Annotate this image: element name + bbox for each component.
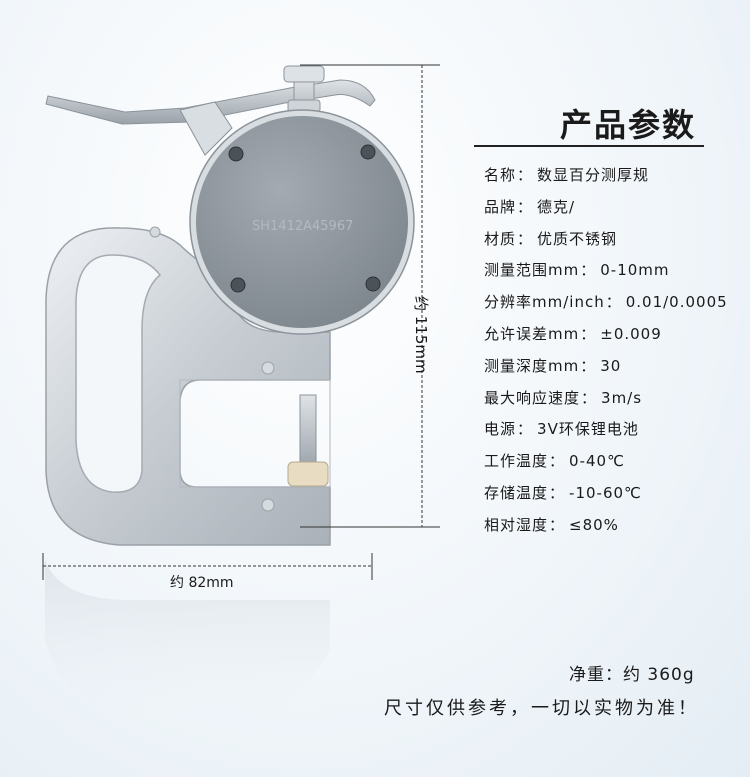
spec-label: 品牌 (484, 197, 517, 216)
spec-colon: ： (580, 356, 597, 375)
width-label: 约 82mm (170, 575, 234, 591)
spec-colon: ： (517, 197, 534, 216)
spec-label: 测量范围mm (484, 261, 580, 280)
screw-icon (360, 144, 376, 160)
spec-row: 名称：数显百分测厚规 (484, 160, 728, 192)
width-dimension (42, 553, 373, 580)
height-dimension (300, 64, 440, 528)
spec-value: ≤80% (569, 515, 619, 534)
spec-list: 名称：数显百分测厚规 品牌：德克/ 材质：优质不锈钢 测量范围mm：0-10mm… (484, 160, 728, 542)
spec-value: 德克/ (537, 197, 576, 216)
spec-colon: ： (580, 261, 597, 280)
dial-engraving: SH1412A45967 (252, 219, 353, 234)
spec-colon: ： (581, 388, 598, 407)
spec-value: 0-40℃ (569, 452, 625, 471)
spec-colon: ： (517, 166, 534, 184)
spec-row: 电源：3V环保锂电池 (484, 414, 728, 446)
contact-pad (287, 461, 329, 487)
spec-row: 材质：优质不锈钢 (484, 224, 728, 256)
title-divider (474, 145, 704, 147)
spec-value: 0-10mm (600, 261, 670, 280)
height-label: 约 115mm (412, 296, 430, 374)
spec-value: -10-60℃ (569, 483, 642, 502)
spec-label: 存储温度 (484, 483, 549, 502)
spec-label: 材质 (484, 229, 517, 248)
dial-face (196, 116, 408, 328)
top-knob (283, 65, 325, 83)
spec-label: 分辨率mm/inch (484, 293, 605, 312)
frame-throat (179, 379, 331, 488)
spec-label: 允许误差mm (484, 324, 580, 343)
spec-label: 最大响应速度 (484, 388, 581, 407)
screw-icon (261, 498, 275, 512)
spec-value: ±0.009 (600, 324, 662, 343)
net-weight: 净重：约 360g (569, 665, 695, 685)
spec-label: 测量深度mm (484, 356, 580, 375)
spec-row: 最大响应速度：3m/s (484, 383, 728, 415)
spec-value: 30 (600, 356, 622, 375)
lever-bracket (179, 101, 233, 156)
spec-value: 数显百分测厚规 (537, 166, 650, 184)
spec-colon: ： (517, 420, 534, 439)
screw-icon (149, 226, 161, 238)
spec-row: 分辨率mm/inch：0.01/0.0005 (484, 287, 728, 319)
spec-value: 3m/s (601, 388, 643, 407)
screw-icon (261, 361, 275, 375)
lifting-lever (45, 79, 376, 125)
spec-colon: ： (549, 515, 566, 534)
spec-value: 3V环保锂电池 (537, 420, 639, 439)
spec-label: 相对湿度 (484, 515, 549, 534)
spec-row: 允许误差mm：±0.009 (484, 319, 728, 351)
screw-icon (230, 277, 246, 293)
spec-row: 品牌：德克/ (484, 192, 728, 224)
frame-grip-hole (75, 254, 162, 493)
spec-colon: ： (549, 483, 566, 502)
spec-row: 存储温度：-10-60℃ (484, 478, 728, 510)
page-title: 产品参数 (560, 106, 697, 144)
spec-label: 电源 (484, 420, 517, 439)
spec-colon: ： (580, 324, 597, 343)
spec-value: 0.01/0.0005 (625, 293, 728, 312)
spec-colon: ： (549, 452, 566, 471)
spec-label: 名称 (484, 166, 517, 184)
screw-icon (228, 146, 244, 162)
disclaimer-note: 尺寸仅供参考，一切以实物为准！ (384, 698, 699, 719)
spec-row: 测量深度mm：30 (484, 351, 728, 383)
spec-colon: ： (517, 229, 534, 248)
screw-icon (365, 276, 381, 292)
reflection (45, 560, 330, 720)
spec-row: 相对湿度：≤80% (484, 510, 728, 542)
spec-row: 工作温度：0-40℃ (484, 446, 728, 478)
spec-value: 优质不锈钢 (537, 229, 618, 248)
spec-row: 测量范围mm：0-10mm (484, 255, 728, 287)
spec-label: 工作温度 (484, 452, 549, 471)
spec-colon: ： (605, 293, 622, 312)
spindle (299, 394, 317, 471)
